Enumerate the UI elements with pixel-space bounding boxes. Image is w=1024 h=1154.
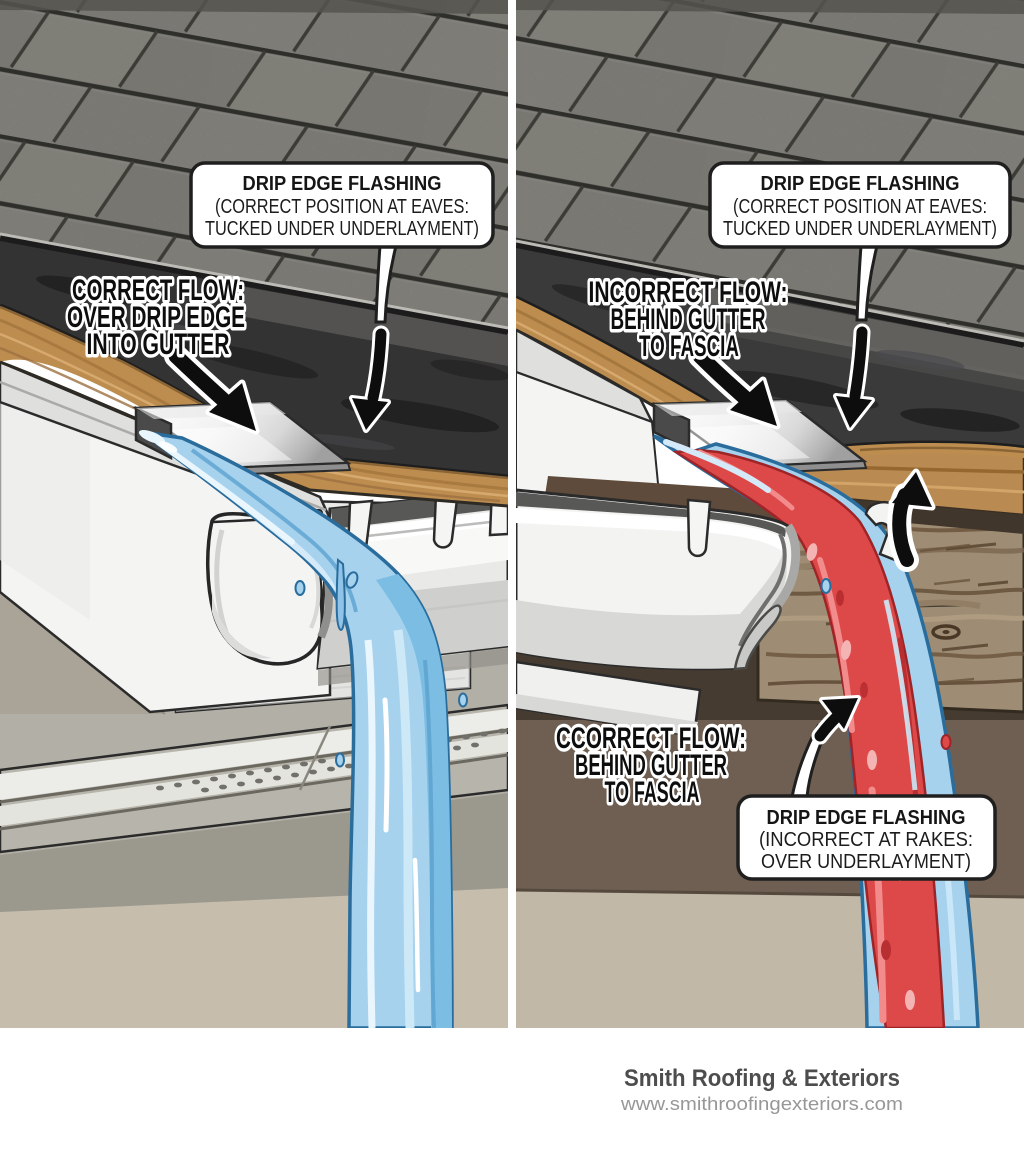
svg-text:OVER DRIP EDGE: OVER DRIP EDGE xyxy=(67,301,245,334)
svg-text:CCORRECT FLOW:: CCORRECT FLOW: xyxy=(556,722,746,755)
svg-text:www.smithroofingexteriors.com: www.smithroofingexteriors.com xyxy=(620,1093,903,1114)
svg-text:(CORRECT POSITION AT EAVES:: (CORRECT POSITION AT EAVES: xyxy=(733,196,987,218)
svg-text:DRIP EDGE FLASHING: DRIP EDGE FLASHING xyxy=(767,807,966,829)
svg-text:BEHIND GUTTER: BEHIND GUTTER xyxy=(611,303,766,336)
svg-text:DRIP EDGE FLASHING: DRIP EDGE FLASHING xyxy=(243,173,442,195)
svg-text:INTO GUTTER: INTO GUTTER xyxy=(87,328,230,361)
svg-text:OVER UNDERLAYMENT): OVER UNDERLAYMENT) xyxy=(761,851,971,873)
svg-text:Smith Roofing & Exteriors: Smith Roofing & Exteriors xyxy=(624,1065,900,1092)
svg-text:BEHIND GUTTER: BEHIND GUTTER xyxy=(575,749,727,782)
svg-text:TUCKED UNDER UNDERLAYMENT): TUCKED UNDER UNDERLAYMENT) xyxy=(205,218,479,240)
svg-text:(CORRECT POSITION AT EAVES:: (CORRECT POSITION AT EAVES: xyxy=(215,196,469,218)
svg-text:CORRECT FLOW:: CORRECT FLOW: xyxy=(72,274,244,307)
svg-text:DRIP EDGE FLASHING: DRIP EDGE FLASHING xyxy=(761,173,960,195)
svg-text:TO FASCIA: TO FASCIA xyxy=(639,330,739,363)
svg-text:TO FASCIA: TO FASCIA xyxy=(605,776,700,809)
svg-text:(INCORRECT AT RAKES:: (INCORRECT AT RAKES: xyxy=(759,829,973,851)
svg-text:INCORRECT FLOW:: INCORRECT FLOW: xyxy=(589,276,788,309)
svg-text:TUCKED UNDER UNDERLAYMENT): TUCKED UNDER UNDERLAYMENT) xyxy=(723,218,997,240)
